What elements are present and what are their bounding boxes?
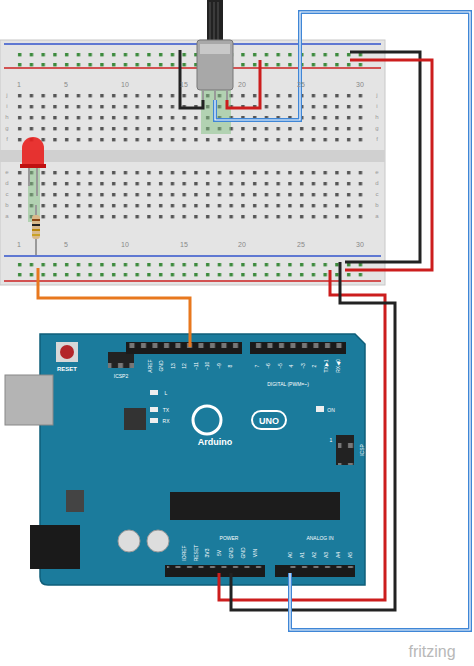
breadboard-index: c	[376, 191, 379, 197]
breadboard-index: 20	[238, 241, 246, 248]
board-label: RX◀0	[336, 359, 341, 373]
breadboard-index: h	[5, 114, 8, 120]
board-label: IOREF	[182, 545, 187, 560]
board-label: POWER	[220, 536, 239, 541]
breadboard-index: h	[375, 114, 378, 120]
breadboard-index: i	[6, 103, 7, 109]
breadboard-index: c	[6, 191, 9, 197]
breadboard-index: 1	[17, 241, 21, 248]
board-label: ON	[327, 408, 335, 413]
board-label: RESET	[57, 366, 77, 372]
board-label: GND	[159, 360, 164, 371]
board-label: ICSP2	[114, 374, 128, 379]
breadboard-index: 25	[297, 241, 305, 248]
board-label: A4	[336, 552, 341, 558]
board-label: A3	[324, 552, 329, 558]
breadboard-index: 1	[17, 81, 21, 88]
breadboard-index: 30	[356, 241, 364, 248]
breadboard-index: g	[5, 125, 8, 131]
breadboard-index: 15	[180, 81, 188, 88]
breadboard-index: e	[5, 169, 8, 175]
board-label: 13	[171, 363, 176, 369]
board-label: A2	[312, 552, 317, 558]
breadboard-index: f	[376, 136, 378, 142]
board-label: DIGITAL (PWM=~)	[267, 382, 309, 387]
board-label: VIN	[253, 549, 258, 557]
board-label: ~5	[278, 363, 283, 369]
board-label: TX▶1	[324, 359, 329, 372]
board-label: AREF	[148, 359, 153, 372]
breadboard-index: b	[375, 202, 378, 208]
board-label: UNO	[259, 417, 279, 426]
breadboard-index: 5	[64, 241, 68, 248]
breadboard-index: g	[375, 125, 378, 131]
breadboard-index: 15	[180, 241, 188, 248]
board-label: A0	[288, 552, 293, 558]
board-label: ~9	[217, 363, 222, 369]
board-label: A5	[348, 552, 353, 558]
breadboard-index: a	[375, 213, 378, 219]
board-label: 5V	[217, 550, 222, 556]
board-label: Arduino	[198, 438, 233, 447]
breadboard-index: 25	[297, 81, 305, 88]
breadboard-index: e	[375, 169, 378, 175]
board-label: 3V3	[205, 549, 210, 558]
board-label: 2	[312, 365, 317, 368]
board-label: A1	[300, 552, 305, 558]
breadboard-index: d	[5, 180, 8, 186]
board-label: GND	[229, 547, 234, 558]
board-label: ~3	[301, 363, 306, 369]
board-label: RESET	[194, 545, 199, 562]
breadboard-index: f	[6, 136, 8, 142]
board-label: RX	[163, 419, 170, 424]
breadboard-index: j	[376, 92, 377, 98]
breadboard-index: 10	[121, 81, 129, 88]
board-label: GND	[241, 547, 246, 558]
breadboard-index: 30	[356, 81, 364, 88]
watermark: fritzing	[408, 644, 455, 660]
breadboard-index: 20	[238, 81, 246, 88]
breadboard-index: b	[5, 202, 8, 208]
breadboard-index: d	[375, 180, 378, 186]
board-label: ANALOG IN	[306, 536, 333, 541]
board-label: 1	[330, 438, 333, 443]
board-label: 12	[182, 363, 187, 369]
board-label: ~11	[194, 362, 199, 370]
board-label: ICSP	[360, 444, 365, 456]
board-label: 7	[255, 365, 260, 368]
board-label: L	[165, 391, 168, 396]
breadboard-index: a	[5, 213, 8, 219]
board-label: 8	[228, 365, 233, 368]
board-label: TX	[163, 408, 169, 413]
breadboard-index: 10	[121, 241, 129, 248]
board-label: ~10	[205, 362, 210, 370]
board-label: ~6	[266, 363, 271, 369]
breadboard-index: 5	[64, 81, 68, 88]
board-label: 4	[289, 365, 294, 368]
breadboard-index: i	[376, 103, 377, 109]
breadboard-index: j	[6, 92, 7, 98]
